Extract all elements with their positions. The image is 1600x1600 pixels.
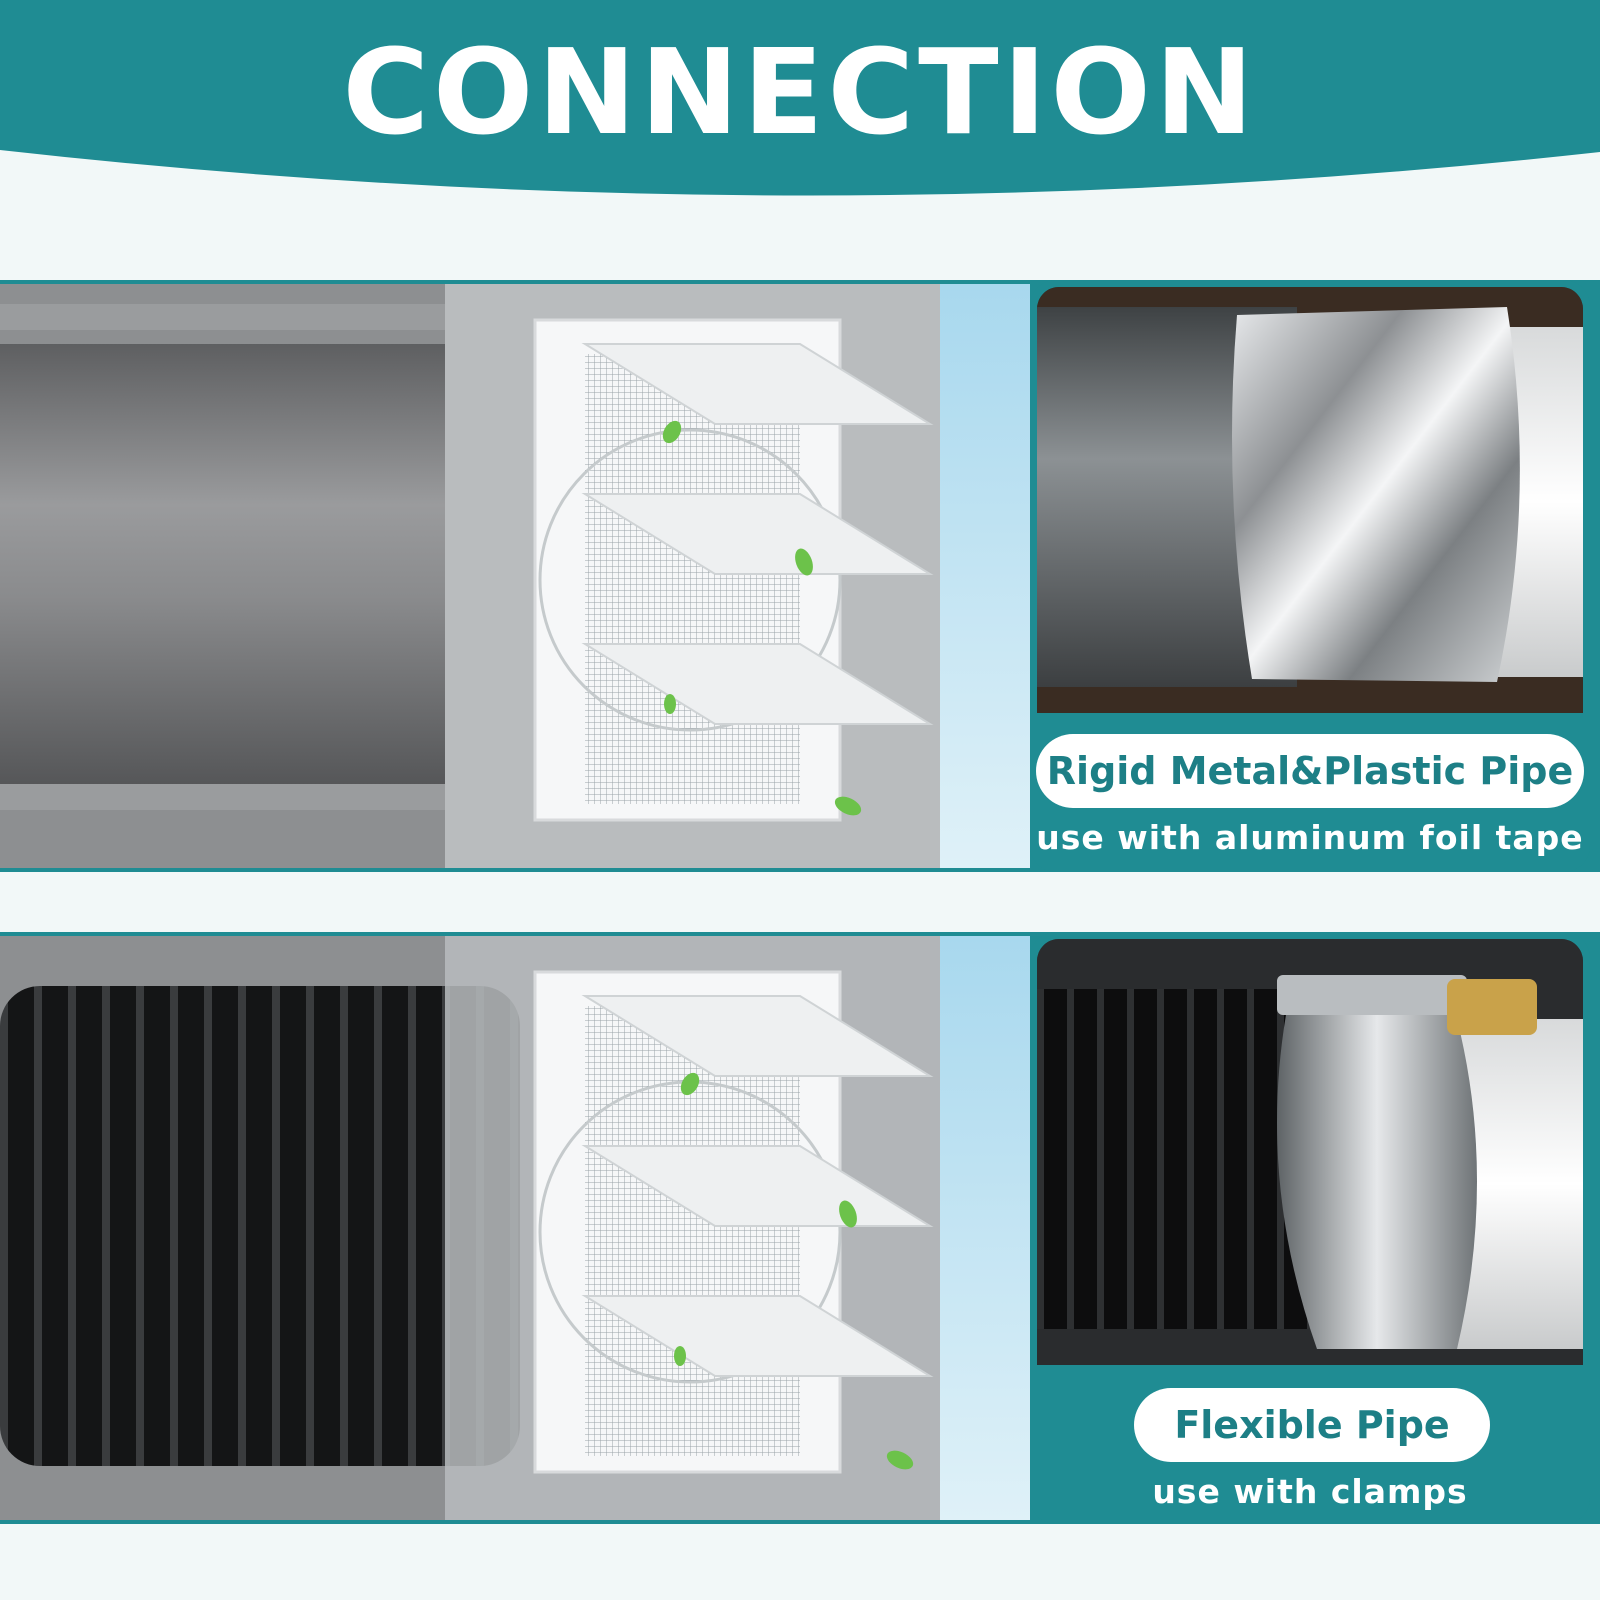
hose-clamp-joint-icon [1037,939,1583,1365]
rigid-pipe-icon [0,284,1030,868]
info-card-flexible: Flexible Pipe use with clamps [1030,932,1590,1524]
header-banner: CONNECTION [0,0,1600,210]
photo-flexible-joint [1037,939,1583,1365]
info-card-rigid: Rigid Metal&Plastic Pipe use with alumin… [1030,280,1590,872]
vent-scene-rigid [0,284,1030,868]
pipe-usage-note: use with aluminum foil tape [1036,818,1584,857]
header-background [0,0,1600,196]
pipe-type-label: Flexible Pipe [1134,1388,1490,1462]
page-title: CONNECTION [342,23,1258,161]
pipe-usage-note: use with clamps [1152,1472,1468,1511]
flexible-duct-icon [0,936,1030,1520]
flexible-pipe-section: Flexible Pipe use with clamps [0,932,1600,1524]
photo-rigid-joint [1037,287,1583,713]
foil-tape-joint-icon [1037,287,1583,713]
rigid-pipe-section: Rigid Metal&Plastic Pipe use with alumin… [0,280,1600,872]
vent-scene-flexible [0,936,1030,1520]
pipe-type-label: Rigid Metal&Plastic Pipe [1036,734,1584,808]
